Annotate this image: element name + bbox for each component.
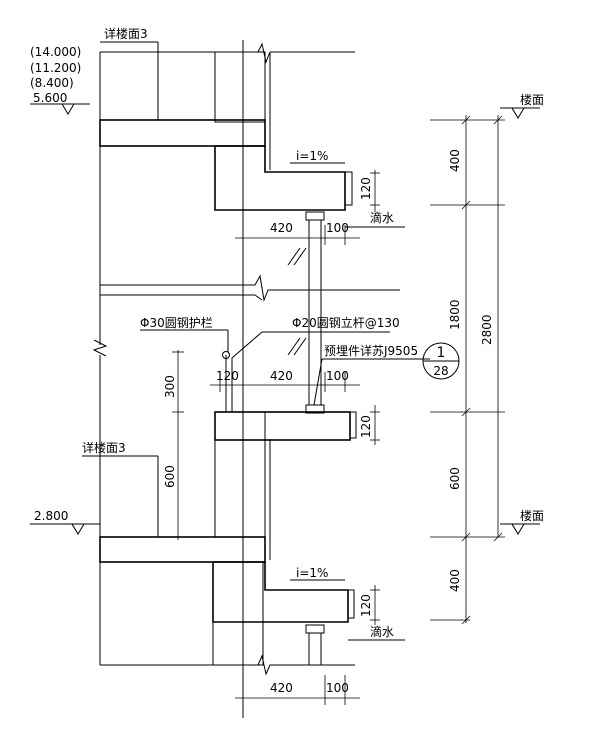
dim-r400-top: 400	[448, 149, 462, 172]
detail-floor-bottom-label: 详楼面3	[82, 440, 126, 455]
break-line	[100, 42, 400, 676]
elevation-11200: (11.200)	[30, 61, 81, 75]
elevation-14000: (14.000)	[30, 45, 81, 59]
window	[287, 211, 325, 665]
dim-120-b: 120	[216, 369, 239, 383]
detail-floor-top-label: 详楼面3	[104, 26, 148, 41]
slab-dimensions	[370, 170, 380, 625]
right-dimensions	[430, 115, 505, 625]
dim-300: 300	[163, 375, 177, 398]
dim-600: 600	[163, 465, 177, 488]
dim-r1800: 1800	[448, 299, 462, 330]
floor-label-bottom: 楼面	[520, 508, 544, 523]
top-slab	[99, 119, 353, 211]
dim-120-a: 120	[359, 177, 373, 200]
floor-label-top: 楼面	[520, 92, 544, 107]
railing-dimensions	[172, 350, 184, 540]
elevation-5600: 5.600	[33, 91, 67, 105]
post-label: Φ20圆钢立杆@130	[292, 315, 400, 330]
embed-label: 预埋件详苏J9505	[324, 343, 418, 358]
dim-420-c: 420	[270, 681, 293, 695]
dim-100-b: 100	[326, 369, 349, 383]
elevation-markers	[61, 103, 540, 535]
dim-420-b: 420	[270, 369, 293, 383]
detail-number: 1	[437, 345, 446, 361]
dim-100-c: 100	[326, 681, 349, 695]
dim-r400-bot: 400	[448, 569, 462, 592]
dim-r600: 600	[448, 467, 462, 490]
slope-top: i=1%	[296, 149, 328, 163]
horizontal-dimensions	[210, 225, 360, 705]
dim-r2800: 2800	[480, 314, 494, 345]
detail-index	[422, 342, 460, 380]
railing-label: Φ30圆钢护栏	[140, 315, 213, 330]
dim-120-d: 120	[359, 594, 373, 617]
slope-bottom: i=1%	[296, 566, 328, 580]
dim-420-a: 420	[270, 221, 293, 235]
detail-sheet: 28	[433, 364, 448, 378]
elevation-2800: 2.800	[34, 509, 68, 523]
middle-slab	[214, 411, 357, 441]
elevation-8400: (8.400)	[30, 76, 74, 90]
dim-100-a: 100	[326, 221, 349, 235]
wall	[92, 51, 258, 666]
drip-bottom: 滴水	[370, 624, 394, 639]
leaders	[30, 41, 430, 641]
dim-120-c: 120	[359, 415, 373, 438]
drip-top: 滴水	[370, 210, 394, 225]
